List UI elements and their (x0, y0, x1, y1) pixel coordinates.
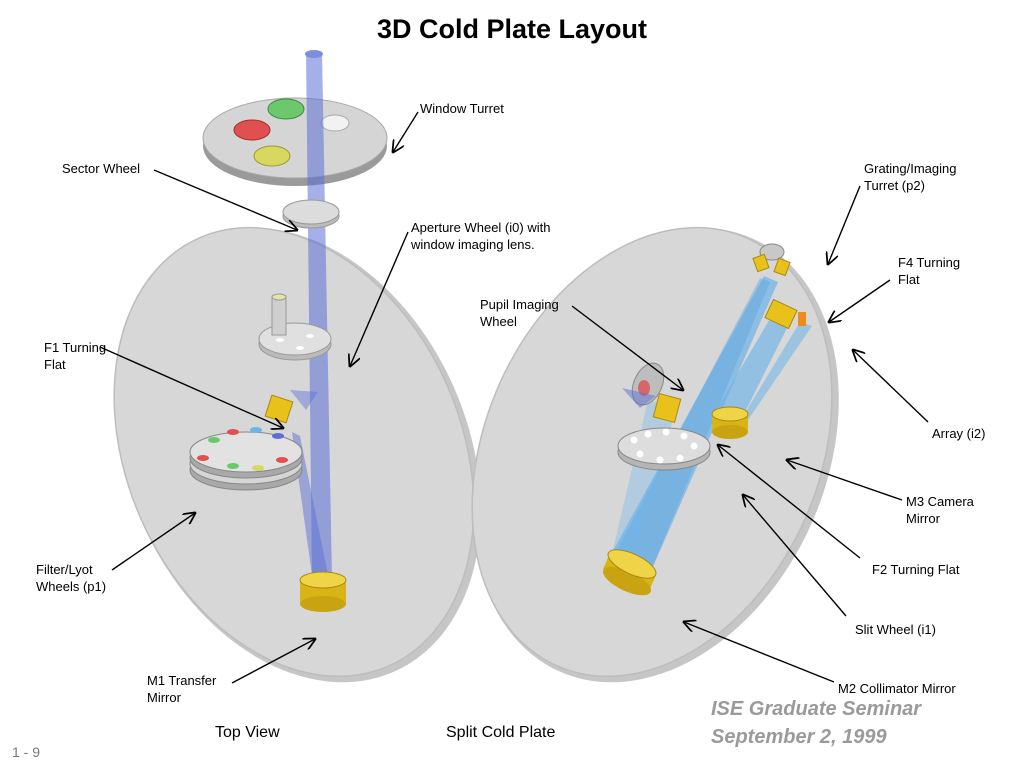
label-sector-wheel: Sector Wheel (62, 161, 141, 176)
leader-arrows (99, 111, 929, 684)
f4-turning-flat (764, 298, 806, 330)
label-f1-turning-flat: F1 Turning Flat (44, 340, 107, 372)
page-number: 1 - 9 (12, 744, 41, 760)
label-array: Array (i2) (932, 426, 986, 441)
slide-title: 3D Cold Plate Layout (376, 14, 648, 44)
label-m3-camera-mirror: M3 Camera Mirror (906, 494, 974, 526)
seminar-date: September 2, 1999 (711, 726, 887, 748)
label-f4-turning-flat: F4 Turning Flat (898, 255, 961, 287)
slit-wheel (617, 427, 711, 471)
m2-collimator-mirror (603, 549, 657, 596)
window-turret (202, 97, 388, 186)
label-filter-lyot-wheels: Filter/Lyot Wheels (p1) (36, 562, 107, 594)
sector-wheel (282, 199, 340, 229)
pupil-imaging-wheel (622, 362, 665, 408)
label-m2-collimator-mirror: M2 Collimator Mirror (838, 681, 956, 696)
label-m1-transfer-mirror: M1 Transfer Mirror (147, 673, 217, 705)
aperture-wheel (258, 293, 332, 361)
label-f2-turning-flat: F2 Turning Flat (872, 562, 960, 577)
label-aperture-wheel: Aperture Wheel (i0) with window imaging … (411, 220, 551, 252)
label-grating-imaging-turret: Grating/Imaging Turret (p2) (864, 161, 957, 193)
label-pupil-imaging-wheel: Pupil Imaging Wheel (480, 297, 559, 329)
f2-turning-flat (652, 392, 682, 424)
filter-lyot-wheels (189, 427, 303, 491)
grating-imaging-turret (752, 243, 791, 277)
caption-top-view: Top View (215, 724, 280, 741)
right-beams (608, 276, 812, 578)
label-slit-wheel: Slit Wheel (i1) (855, 622, 936, 637)
m1-transfer-mirror (299, 571, 347, 612)
caption-split-cold-plate: Split Cold Plate (446, 724, 556, 741)
f1-turning-flat (264, 390, 318, 424)
seminar-title: ISE Graduate Seminar (711, 698, 922, 720)
label-window-turret: Window Turret (420, 101, 504, 116)
m3-camera-mirror (711, 406, 749, 439)
